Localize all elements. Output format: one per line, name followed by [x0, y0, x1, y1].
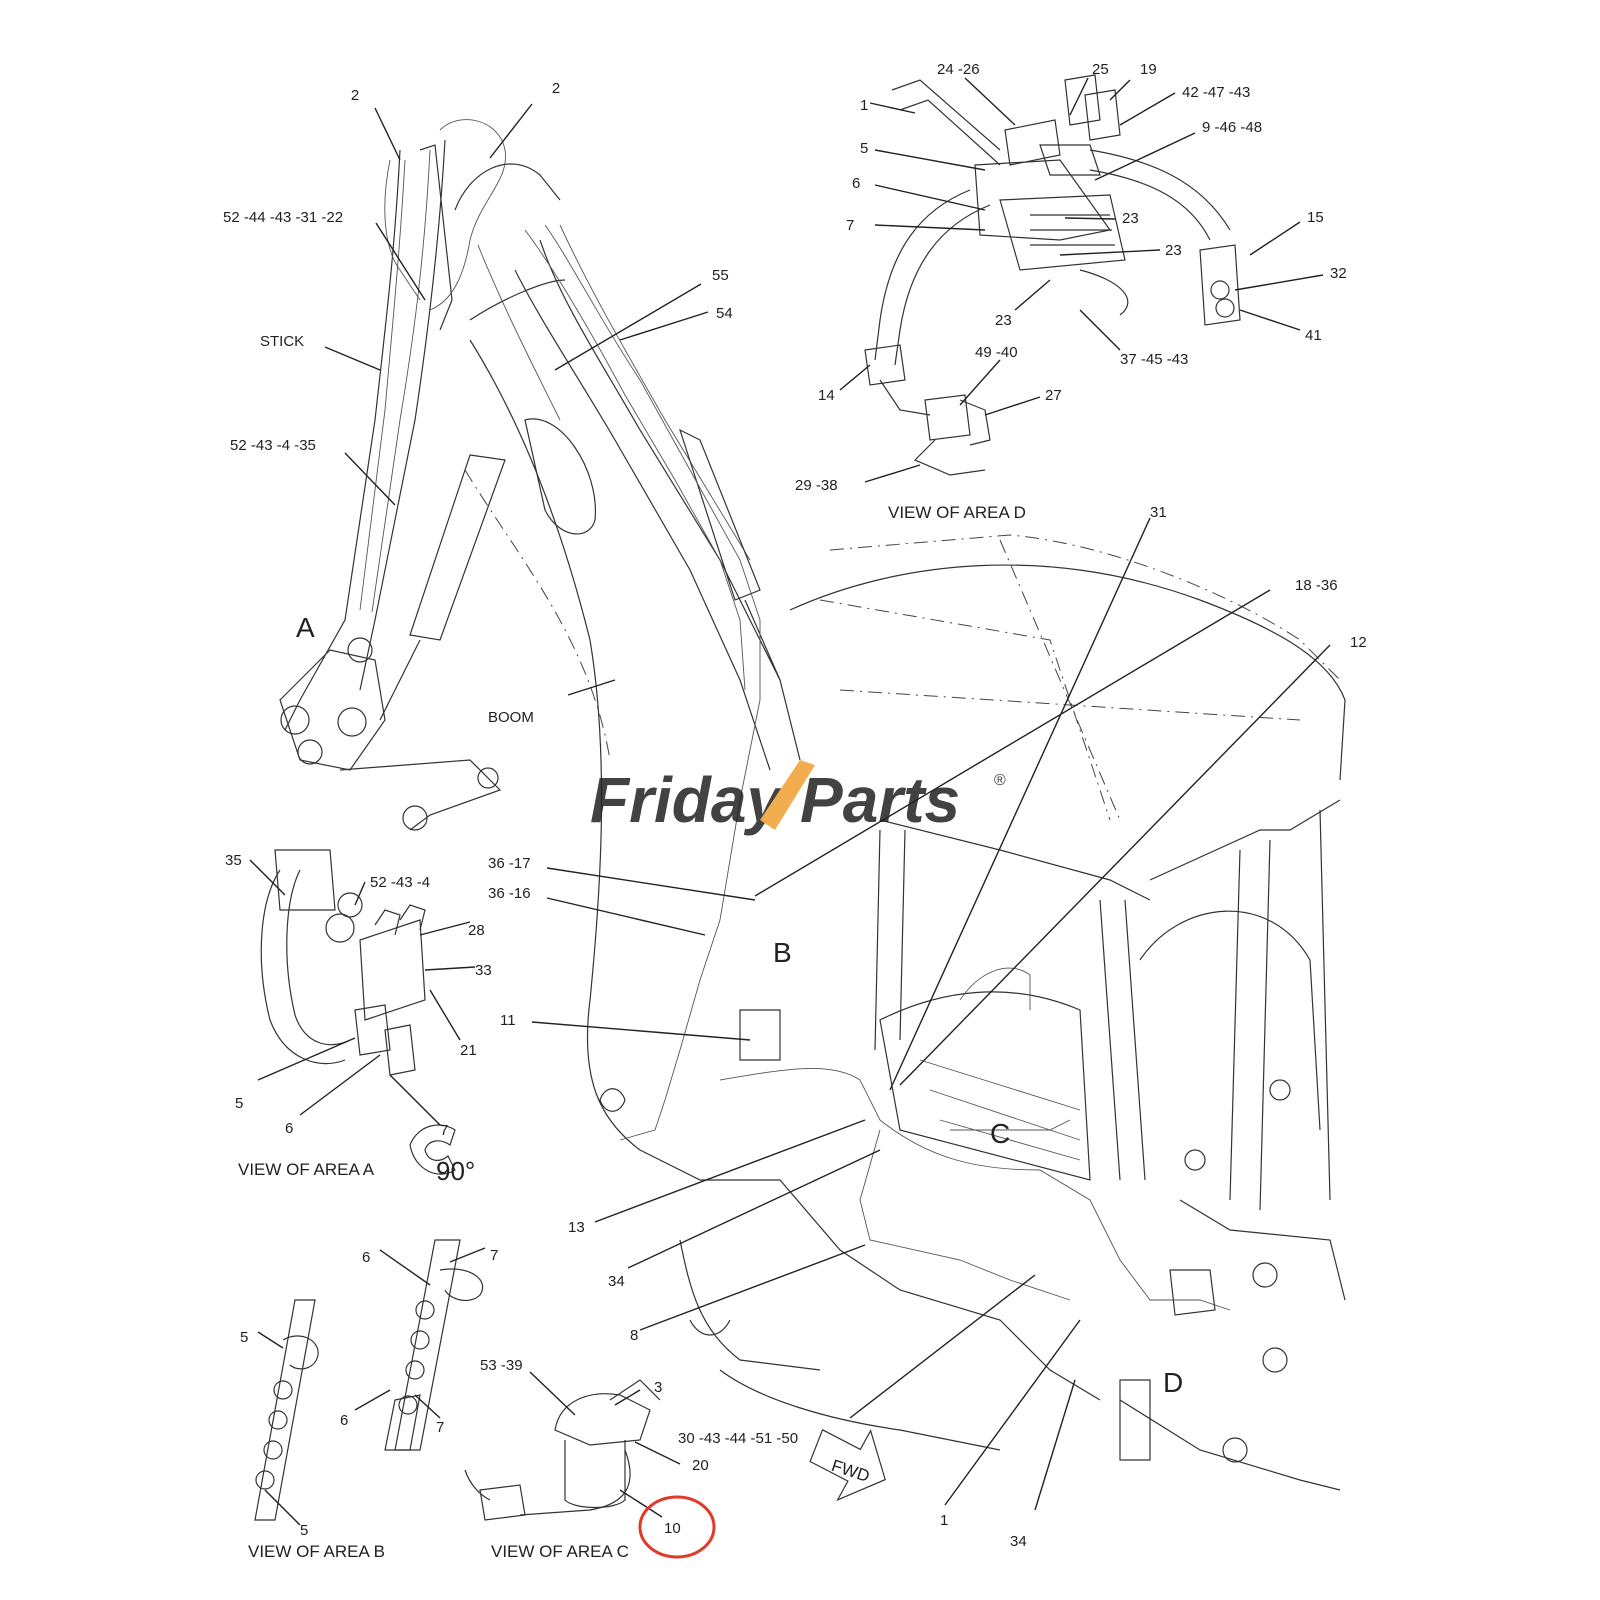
watermark-logo: Friday Parts ® [590, 760, 1006, 836]
watermark-registered-mark: ® [994, 772, 1006, 789]
callout-label: 8 [630, 1327, 638, 1344]
area-a-drawing [260, 849, 456, 1175]
callout-label: 36 -16 [488, 885, 531, 902]
callout-label: 12 [1350, 634, 1367, 651]
callout-label: 2 [351, 87, 359, 104]
callouts-area-a: 35 52 -43 -4 28 33 21 5 6 7 [225, 852, 492, 1139]
area-c-drawing [464, 1379, 661, 1521]
callout-label: 23 [1122, 210, 1139, 227]
callout-label: 34 [608, 1273, 625, 1290]
callout-label: 7 [440, 1122, 448, 1139]
callout-label: 23 [1165, 242, 1182, 259]
boom-stick-drawing [279, 119, 801, 1151]
callout-label: 20 [692, 1457, 709, 1474]
callout-label: 6 [362, 1249, 370, 1266]
component-names: STICK BOOM [260, 333, 534, 726]
callout-label: 32 [1330, 265, 1347, 282]
callout-label: 55 [712, 267, 729, 284]
callout-label: 31 [1150, 504, 1167, 521]
callout-label: 5 [300, 1522, 308, 1539]
callout-label: 18 -36 [1295, 577, 1338, 594]
callout-label: 9 -46 -48 [1202, 119, 1262, 136]
callout-label: 42 -47 -43 [1182, 84, 1250, 101]
area-letters: A B C D [296, 612, 1183, 1398]
callout-label: 3 [654, 1379, 662, 1396]
callout-label: 37 -45 -43 [1120, 351, 1188, 368]
callout-label: 34 [1010, 1533, 1027, 1550]
callout-label: 29 -38 [795, 477, 838, 494]
area-letter-d: D [1163, 1367, 1183, 1398]
callout-label: 6 [852, 175, 860, 192]
callout-label: 35 [225, 852, 242, 869]
callout-label: 21 [460, 1042, 477, 1059]
watermark-word-friday: Friday [590, 764, 785, 836]
callout-label: 52 -43 -4 -35 [230, 437, 316, 454]
callouts-area-d: 1 24 -26 25 19 42 -47 -43 9 -46 -48 5 6 … [795, 61, 1347, 494]
callout-label: 23 [995, 312, 1012, 329]
callout-label: 25 [1092, 61, 1109, 78]
callout-label: 6 [340, 1412, 348, 1429]
view-captions: VIEW OF AREA A 90° VIEW OF AREA B VIEW O… [238, 503, 1026, 1561]
caption-view-area-a: VIEW OF AREA A [238, 1160, 375, 1179]
callout-label: 13 [568, 1219, 585, 1236]
callout-label: 53 -39 [480, 1357, 523, 1374]
callout-label: 49 -40 [975, 344, 1018, 361]
callout-label: 7 [490, 1247, 498, 1264]
callouts-area-c: 53 -39 3 20 [480, 1357, 709, 1474]
callout-label: 5 [240, 1329, 248, 1346]
callout-label: 41 [1305, 327, 1322, 344]
callout-label: 19 [1140, 61, 1157, 78]
boom-label: BOOM [488, 709, 534, 726]
callout-label: 24 -26 [937, 61, 980, 78]
callouts-area-b: 6 7 5 6 7 5 [240, 1247, 498, 1539]
callout-label: 36 -17 [488, 855, 531, 872]
callout-label: 15 [1307, 209, 1324, 226]
callout-label: 6 [285, 1120, 293, 1137]
area-b-drawing [254, 1239, 484, 1521]
callout-label: 52 -43 -4 [370, 874, 430, 891]
stick-label: STICK [260, 333, 304, 350]
caption-view-area-d: VIEW OF AREA D [888, 503, 1026, 522]
area-d-drawing [864, 74, 1241, 476]
callout-label: 11 [500, 1012, 516, 1029]
callout-label: 27 [1045, 387, 1062, 404]
area-letter-c: C [990, 1118, 1010, 1149]
caption-view-area-c: VIEW OF AREA C [491, 1542, 629, 1561]
callout-label: 33 [475, 962, 492, 979]
machine-body-drawing [599, 534, 1346, 1502]
rotation-label: 90° [436, 1156, 475, 1186]
callout-label: 1 [860, 97, 868, 114]
callout-label: 7 [436, 1419, 444, 1436]
highlighted-part-number: 10 [664, 1520, 681, 1537]
fwd-arrow-label: FWD [829, 1456, 872, 1486]
area-letter-a: A [296, 612, 315, 643]
leader-lines [249, 77, 1331, 1526]
callout-label: 30 -43 -44 -51 -50 [678, 1430, 798, 1447]
watermark-word-parts: Parts [800, 764, 960, 836]
callout-label: 5 [235, 1095, 243, 1112]
callouts-main: 2 2 52 -44 -43 -31 -22 55 54 52 -43 -4 -… [223, 80, 1367, 1550]
highlight-circle [638, 1495, 716, 1559]
callout-label: 2 [552, 80, 560, 97]
callout-label: 28 [468, 922, 485, 939]
callout-label: 5 [860, 140, 868, 157]
caption-view-area-b: VIEW OF AREA B [248, 1542, 385, 1561]
area-letter-b: B [773, 937, 792, 968]
watermark-swoosh-icon [760, 760, 815, 830]
callout-label: 52 -44 -43 -31 -22 [223, 209, 343, 226]
highlighted-part-callout: 10 [638, 1495, 716, 1559]
callout-label: 1 [940, 1512, 948, 1529]
callout-label: 14 [818, 387, 835, 404]
callout-label: 7 [846, 217, 854, 234]
callout-label: 54 [716, 305, 733, 322]
